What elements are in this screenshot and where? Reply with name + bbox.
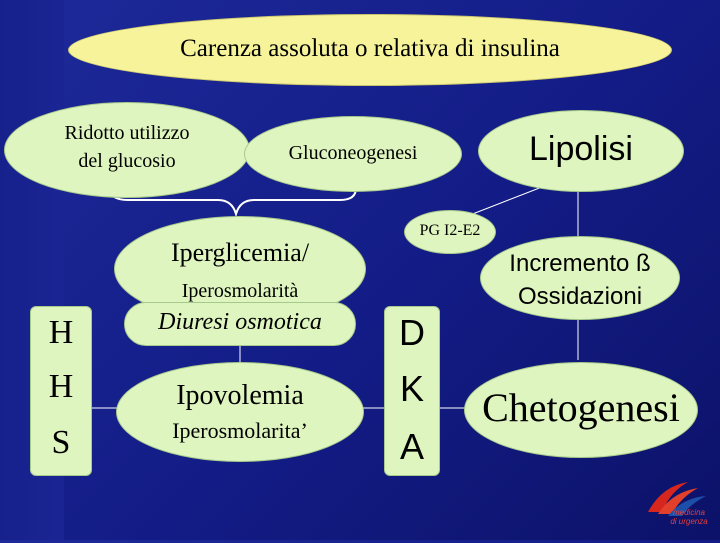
incremento-ellipse <box>480 236 680 320</box>
chetogenesi-ellipse <box>464 362 698 458</box>
hhs-letter-h2: H <box>48 368 74 405</box>
ipovolemia-text: Ipovolemia <box>176 380 304 411</box>
dka-letter-k: K <box>399 368 424 409</box>
pg-text: PG I2-E2 <box>419 222 481 239</box>
hhs-box <box>30 306 92 476</box>
ridotto-ellipse <box>4 102 250 198</box>
medicina-urgenza-logo: medicina di urgenza <box>640 478 715 538</box>
gluconeogenesi-text: Gluconeogenesi <box>288 142 418 164</box>
logo-line1: medicina <box>672 508 705 517</box>
ipovolemia-ellipse <box>116 362 364 462</box>
iperglicemia-text: Iperglicemia/ <box>170 238 310 267</box>
pg-ellipse <box>404 210 496 254</box>
dka-letter-d: D <box>399 312 425 353</box>
diuresi-text: Diuresi osmotica <box>158 309 322 335</box>
dka-box <box>384 306 440 476</box>
logo-line2: di urgenza <box>670 517 708 526</box>
hhs-letter-s: S <box>51 424 71 461</box>
hhs-letter-h1: H <box>48 314 74 351</box>
lipolisi-text: Lipolisi <box>529 130 633 168</box>
gluconeogenesi-ellipse <box>244 116 462 192</box>
chetogenesi-text: Chetogenesi <box>482 385 680 430</box>
incremento-line1: Incremento ß <box>509 250 651 277</box>
dka-letter-a: A <box>399 426 424 467</box>
iperosmolarita-text: Iperosmolarità <box>181 280 299 302</box>
diuresi-ellipse <box>124 302 356 346</box>
ridotto-line1: Ridotto utilizzo <box>64 122 190 144</box>
iperosmolarita-2-text: Iperosmolarita’ <box>172 418 308 443</box>
lipolisi-ellipse <box>478 110 684 192</box>
title-text: Carenza assoluta o relativa di insulina <box>180 35 560 62</box>
incremento-line2: Ossidazioni <box>517 283 643 310</box>
brace <box>109 187 357 218</box>
ridotto-line2: del glucosio <box>78 150 176 172</box>
title-ellipse <box>68 14 672 86</box>
